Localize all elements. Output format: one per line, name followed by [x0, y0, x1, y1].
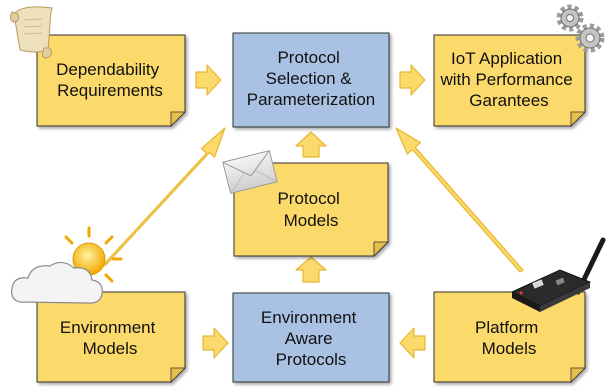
- svg-text:IoT Application with Per: IoT Application with Performance Garante…: [439, 49, 577, 110]
- label-line: Aware: [285, 329, 333, 348]
- label-line: Protocol: [277, 189, 339, 208]
- svg-text:Protocol Selection &: Protocol Selection & Parameterization: [247, 48, 376, 109]
- label-line: IoT Application: [451, 49, 562, 68]
- arrow-aware-to-protocol-models: [295, 256, 327, 283]
- note-environment-models: Environment Models: [36, 291, 186, 383]
- scroll-icon: [9, 6, 53, 59]
- svg-text:Platform Models: Platform Models: [475, 318, 543, 358]
- note-iot-application: IoT Application with Performance Garante…: [433, 34, 586, 127]
- svg-text:Protocol Models: Protocol Models: [277, 189, 344, 230]
- svg-text:Environment Models: Environment Models: [60, 318, 160, 358]
- label-line: Environment: [60, 318, 156, 337]
- arrow-envmodels-to-aware: [202, 327, 229, 359]
- wireless-board-icon: [510, 237, 606, 312]
- label-line: Requirements: [57, 81, 163, 100]
- label-line: Models: [482, 339, 537, 358]
- arrow-dependability-to-selection: [195, 64, 222, 96]
- arrow-protocol-models-to-selection: [295, 131, 327, 158]
- label-line: Environment: [261, 308, 357, 327]
- arrow-envmodels-to-selection: [101, 127, 226, 267]
- process-protocol-selection: Protocol Selection & Parameterization: [232, 32, 390, 128]
- label-line: Protocol: [277, 48, 339, 67]
- note-dependability-requirements: Dependability Requirements: [36, 34, 186, 127]
- label-line: Selection &: [266, 69, 353, 88]
- process-environment-aware-protocols: Environment Aware Protocols: [232, 292, 390, 383]
- label-line: Models: [83, 339, 138, 358]
- label-line: Garantees: [469, 91, 548, 110]
- label-line: Platform: [475, 318, 538, 337]
- envelope-icon: [222, 150, 278, 194]
- arrow-platform-to-aware: [399, 327, 426, 359]
- arrows: [101, 64, 524, 359]
- sun-cloud-icon: [11, 226, 123, 304]
- gears-icon: [556, 4, 605, 53]
- note-protocol-models: Protocol Models: [233, 162, 389, 257]
- arrow-selection-to-iot: [399, 64, 426, 96]
- note-platform-models: Platform Models: [433, 291, 586, 383]
- arrow-platform-to-selection: [395, 127, 524, 273]
- svg-text:Environment Aware: Environment Aware Protocols: [261, 308, 361, 369]
- label-line: Models: [284, 211, 339, 230]
- label-line: Protocols: [276, 350, 347, 369]
- label-line: with Performance: [439, 70, 572, 89]
- svg-text:Dependability Requiremen: Dependability Requirements: [56, 60, 164, 100]
- label-line: Parameterization: [247, 90, 376, 109]
- label-line: Dependability: [56, 60, 160, 79]
